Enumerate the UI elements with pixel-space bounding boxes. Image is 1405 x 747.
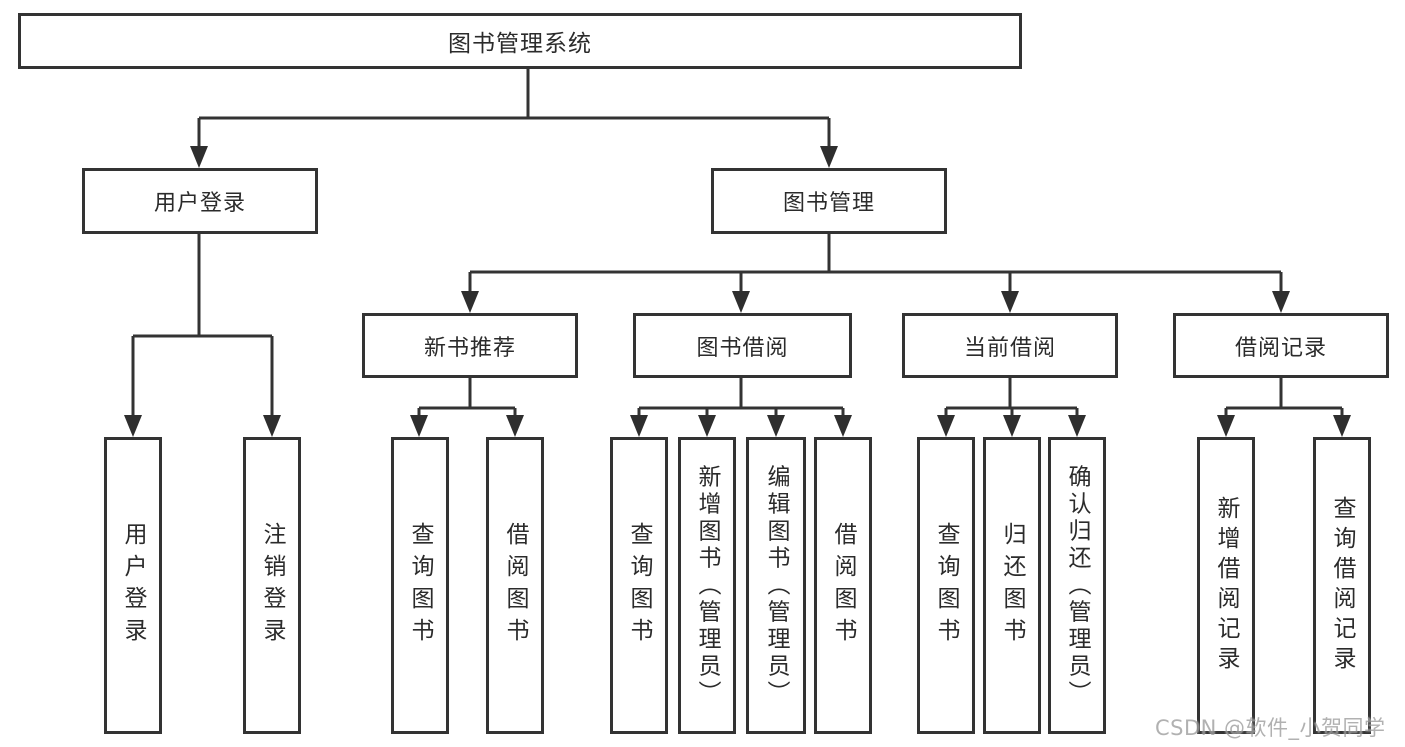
connector-root [197, 69, 831, 149]
connector-user-login [131, 234, 274, 418]
leaf-return-books: 归还图书 [983, 437, 1041, 734]
leaf-label: 新增图书（管理员） [694, 464, 720, 707]
arrowhead [767, 415, 785, 437]
leaf-label: 注销登录 [259, 521, 285, 650]
leaf-user-login: 用户登录 [104, 437, 162, 734]
leaf-add-book-admin: 新增图书（管理员） [678, 437, 736, 734]
leaf-label: 查询图书 [933, 521, 959, 650]
leaf-label: 查询图书 [407, 521, 433, 650]
arrowhead [630, 415, 648, 437]
node-label: 当前借阅 [963, 335, 1056, 361]
leaf-label: 借阅图书 [830, 521, 856, 650]
arrowhead [820, 146, 838, 168]
arrowhead [410, 415, 428, 437]
arrowhead [834, 415, 852, 437]
arrowhead [461, 291, 479, 313]
node-user-login: 用户登录 [82, 168, 318, 234]
node-new-book-recommend: 新书推荐 [362, 313, 578, 378]
arrowhead [1217, 415, 1235, 437]
arrowhead [1333, 415, 1351, 437]
node-library-system: 图书管理系统 [18, 13, 1022, 69]
connector-book-management [468, 234, 1283, 293]
arrowhead [124, 415, 142, 437]
node-label: 图书借阅 [696, 335, 789, 361]
arrowhead [190, 146, 208, 168]
node-borrow-records: 借阅记录 [1173, 313, 1389, 378]
arrowhead [1003, 415, 1021, 437]
leaf-label: 查询借阅记录 [1329, 495, 1355, 676]
leaf-borrow-books-recommend: 借阅图书 [486, 437, 544, 734]
node-label: 图书管理系统 [448, 31, 592, 57]
node-label: 用户登录 [153, 191, 246, 216]
leaf-label: 查询图书 [626, 521, 652, 650]
leaf-edit-book-admin: 编辑图书（管理员） [746, 437, 806, 734]
node-label: 图书管理 [782, 191, 875, 216]
leaf-label: 用户登录 [120, 521, 146, 650]
arrowhead [1272, 291, 1290, 313]
arrowhead [1068, 415, 1086, 437]
leaf-label: 归还图书 [999, 521, 1025, 650]
leaf-label: 新增借阅记录 [1213, 495, 1239, 676]
node-book-borrow: 图书借阅 [633, 313, 852, 378]
csdn-watermark: CSDN @软件_小贺同学 [1155, 716, 1386, 740]
connector-current-borrow [944, 378, 1079, 418]
leaf-query-books-borrow: 查询图书 [610, 437, 668, 734]
node-label: 新书推荐 [423, 335, 516, 361]
leaf-query-books-current: 查询图书 [917, 437, 975, 734]
arrowhead [698, 415, 716, 437]
node-book-management: 图书管理 [711, 168, 947, 234]
node-label: 借阅记录 [1234, 335, 1327, 361]
arrowhead [732, 291, 750, 313]
connector-book-borrow [637, 378, 845, 418]
connector-borrow-records [1224, 378, 1344, 418]
node-current-borrow: 当前借阅 [902, 313, 1118, 378]
leaf-confirm-return-admin: 确认归还（管理员） [1048, 437, 1106, 734]
leaf-logout: 注销登录 [243, 437, 301, 734]
arrowhead [263, 415, 281, 437]
leaf-label: 确认归还（管理员） [1064, 464, 1090, 707]
arrowhead [1001, 291, 1019, 313]
connector-new-book [417, 378, 517, 418]
arrowhead [937, 415, 955, 437]
leaf-query-books-recommend: 查询图书 [391, 437, 449, 734]
arrowhead [506, 415, 524, 437]
leaf-label: 编辑图书（管理员） [763, 464, 789, 707]
leaf-add-borrow-record: 新增借阅记录 [1197, 437, 1255, 734]
leaf-label: 借阅图书 [502, 521, 528, 650]
leaf-borrow-books: 借阅图书 [814, 437, 872, 734]
leaf-query-borrow-record: 查询借阅记录 [1313, 437, 1371, 734]
